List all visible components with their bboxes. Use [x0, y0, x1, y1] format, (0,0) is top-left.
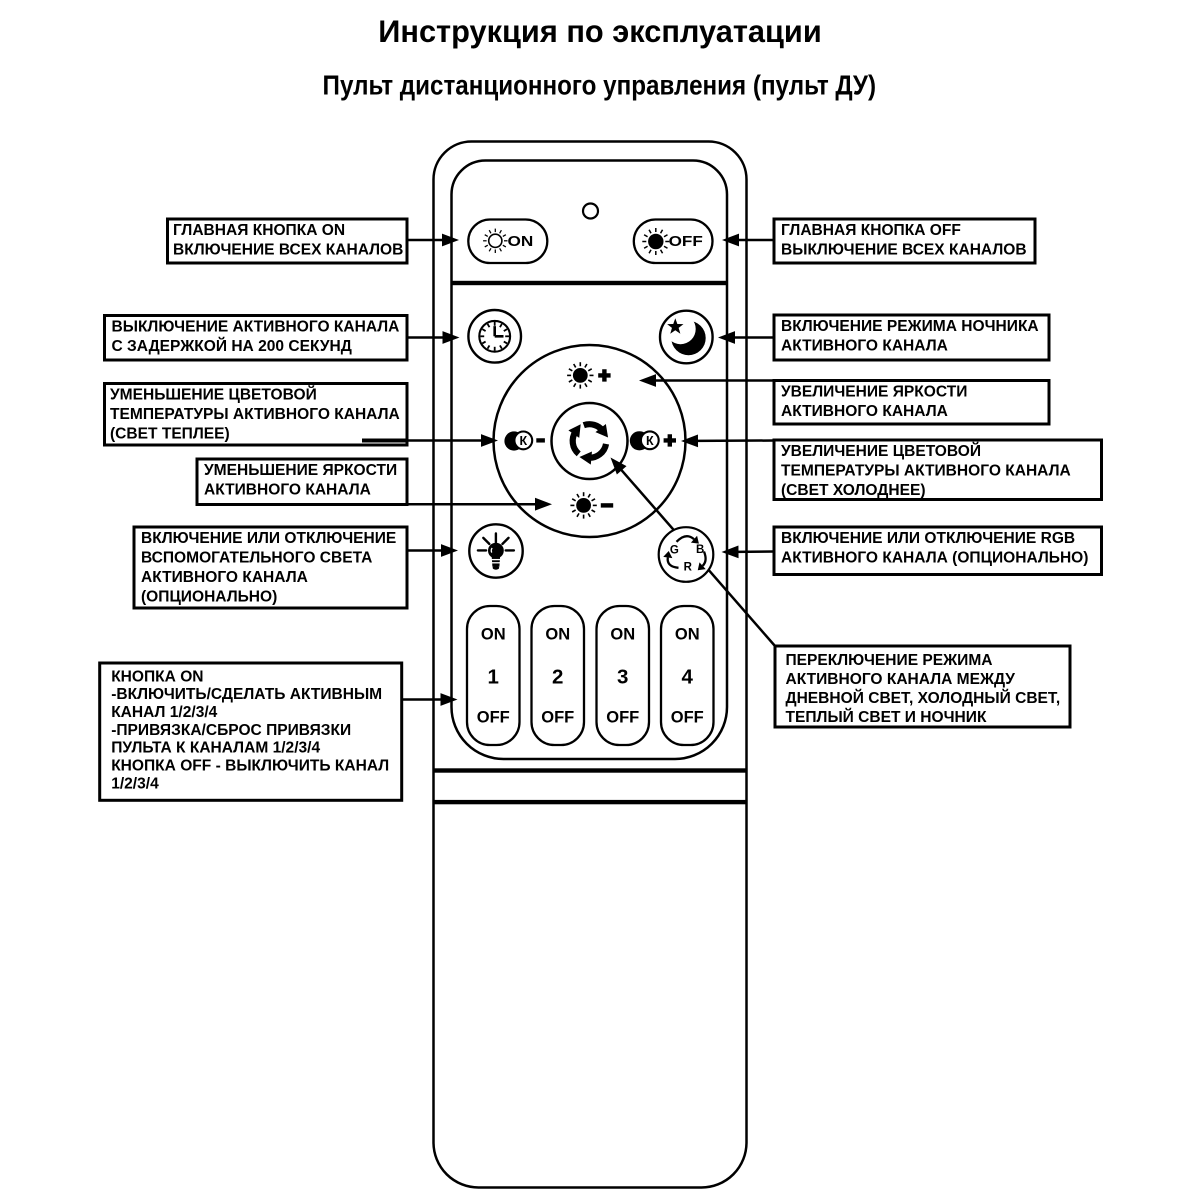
svg-text:АКТИВНОГО КАНАЛА: АКТИВНОГО КАНАЛА: [781, 403, 948, 420]
svg-text:ТЕМПЕРАТУРЫ АКТИВНОГО КАНАЛА: ТЕМПЕРАТУРЫ АКТИВНОГО КАНАЛА: [781, 463, 1071, 480]
svg-text:С ЗАДЕРЖКОЙ НА 200 СЕКУНД: С ЗАДЕРЖКОЙ НА 200 СЕКУНД: [112, 337, 352, 355]
svg-text:OFF: OFF: [671, 708, 704, 726]
svg-text:ПУЛЬТА К КАНАЛАМ 1/2/3/4: ПУЛЬТА К КАНАЛАМ 1/2/3/4: [111, 740, 320, 757]
svg-text:-ПРИВЯЗКА/СБРОС ПРИВЯЗКИ: -ПРИВЯЗКА/СБРОС ПРИВЯЗКИ: [111, 722, 351, 739]
svg-text:ТЕМПЕРАТУРЫ АКТИВНОГО КАНАЛА: ТЕМПЕРАТУРЫ АКТИВНОГО КАНАЛА: [110, 406, 400, 423]
svg-text:1/2/3/4: 1/2/3/4: [111, 775, 159, 792]
svg-text:OFF: OFF: [541, 708, 574, 726]
svg-text:УВЕЛИЧЕНИЕ ЦВЕТОВОЙ: УВЕЛИЧЕНИЕ ЦВЕТОВОЙ: [781, 442, 981, 460]
svg-text:УМЕНЬШЕНИЕ ЯРКОСТИ: УМЕНЬШЕНИЕ ЯРКОСТИ: [204, 462, 397, 479]
svg-text:3: 3: [617, 665, 628, 688]
svg-text:OFF: OFF: [669, 234, 703, 250]
svg-text:ГЛАВНАЯ КНОПКА OFF: ГЛАВНАЯ КНОПКА OFF: [781, 222, 961, 239]
svg-text:ПЕРЕКЛЮЧЕНИЕ РЕЖИМА: ПЕРЕКЛЮЧЕНИЕ РЕЖИМА: [786, 652, 993, 669]
svg-text:АКТИВНОГО КАНАЛА: АКТИВНОГО КАНАЛА: [204, 482, 371, 499]
svg-text:R: R: [684, 561, 693, 573]
svg-text:ВСПОМОГАТЕЛЬНОГО СВЕТА: ВСПОМОГАТЕЛЬНОГО СВЕТА: [141, 550, 372, 567]
svg-text:АКТИВНОГО КАНАЛА: АКТИВНОГО КАНАЛА: [141, 569, 308, 586]
svg-text:OFF: OFF: [477, 708, 510, 726]
svg-text:КНОПКА OFF - ВЫКЛЮЧИТЬ КАНАЛ: КНОПКА OFF - ВЫКЛЮЧИТЬ КАНАЛ: [111, 758, 389, 775]
svg-text:ВКЛЮЧЕНИЕ ИЛИ ОТКЛЮЧЕНИЕ RGB: ВКЛЮЧЕНИЕ ИЛИ ОТКЛЮЧЕНИЕ RGB: [781, 530, 1075, 547]
svg-text:ON: ON: [508, 234, 534, 250]
svg-text:ГЛАВНАЯ КНОПКА ON: ГЛАВНАЯ КНОПКА ON: [173, 222, 345, 239]
svg-text:ON: ON: [610, 625, 635, 643]
svg-text:К: К: [519, 434, 527, 448]
svg-text:2: 2: [552, 665, 563, 688]
svg-text:1: 1: [488, 665, 499, 688]
svg-text:(СВЕТ ТЕПЛЕЕ): (СВЕТ ТЕПЛЕЕ): [110, 425, 230, 442]
svg-text:Пульт дистанционного управлени: Пульт дистанционного управления (пульт Д…: [323, 70, 877, 101]
svg-text:КНОПКА ON: КНОПКА ON: [111, 668, 203, 685]
svg-text:(СВЕТ ХОЛОДНЕЕ): (СВЕТ ХОЛОДНЕЕ): [781, 482, 926, 499]
svg-text:ON: ON: [481, 625, 506, 643]
svg-text:ВЫКЛЮЧЕНИЕ ВСЕХ КАНАЛОВ: ВЫКЛЮЧЕНИЕ ВСЕХ КАНАЛОВ: [781, 241, 1027, 258]
svg-text:ДНЕВНОЙ СВЕТ, ХОЛОДНЫЙ СВЕТ,: ДНЕВНОЙ СВЕТ, ХОЛОДНЫЙ СВЕТ,: [786, 689, 1061, 707]
svg-text:ON: ON: [675, 625, 700, 643]
svg-text:К: К: [646, 434, 654, 448]
svg-text:ТЕПЛЫЙ СВЕТ И НОЧНИК: ТЕПЛЫЙ СВЕТ И НОЧНИК: [786, 708, 987, 726]
svg-text:(ОПЦИОНАЛЬНО): (ОПЦИОНАЛЬНО): [141, 588, 277, 605]
svg-text:ВЫКЛЮЧЕНИЕ АКТИВНОГО КАНАЛА: ВЫКЛЮЧЕНИЕ АКТИВНОГО КАНАЛА: [112, 319, 400, 336]
svg-text:УМЕНЬШЕНИЕ ЦВЕТОВОЙ: УМЕНЬШЕНИЕ ЦВЕТОВОЙ: [110, 386, 317, 404]
svg-text:АКТИВНОГО КАНАЛА: АКТИВНОГО КАНАЛА: [781, 338, 948, 355]
svg-text:OFF: OFF: [606, 708, 639, 726]
svg-text:4: 4: [682, 665, 694, 688]
svg-text:-ВКЛЮЧИТЬ/СДЕЛАТЬ АКТИВНЫМ: -ВКЛЮЧИТЬ/СДЕЛАТЬ АКТИВНЫМ: [111, 686, 382, 703]
svg-text:АКТИВНОГО КАНАЛА МЕЖДУ: АКТИВНОГО КАНАЛА МЕЖДУ: [786, 671, 1016, 688]
svg-text:B: B: [696, 544, 704, 556]
svg-text:УВЕЛИЧЕНИЕ ЯРКОСТИ: УВЕЛИЧЕНИЕ ЯРКОСТИ: [781, 384, 967, 401]
svg-text:АКТИВНОГО КАНАЛА (ОПЦИОНАЛЬНО): АКТИВНОГО КАНАЛА (ОПЦИОНАЛЬНО): [781, 550, 1088, 567]
svg-text:ON: ON: [545, 625, 570, 643]
svg-text:ВКЛЮЧЕНИЕ РЕЖИМА НОЧНИКА: ВКЛЮЧЕНИЕ РЕЖИМА НОЧНИКА: [781, 318, 1039, 335]
svg-text:КАНАЛ 1/2/3/4: КАНАЛ 1/2/3/4: [111, 704, 217, 721]
svg-text:G: G: [670, 544, 679, 556]
svg-text:Инструкция по эксплуатации: Инструкция по эксплуатации: [378, 13, 822, 49]
svg-text:ВКЛЮЧЕНИЕ ИЛИ ОТКЛЮЧЕНИЕ: ВКЛЮЧЕНИЕ ИЛИ ОТКЛЮЧЕНИЕ: [141, 530, 396, 547]
svg-text:ВКЛЮЧЕНИЕ ВСЕХ КАНАЛОВ: ВКЛЮЧЕНИЕ ВСЕХ КАНАЛОВ: [173, 241, 403, 258]
